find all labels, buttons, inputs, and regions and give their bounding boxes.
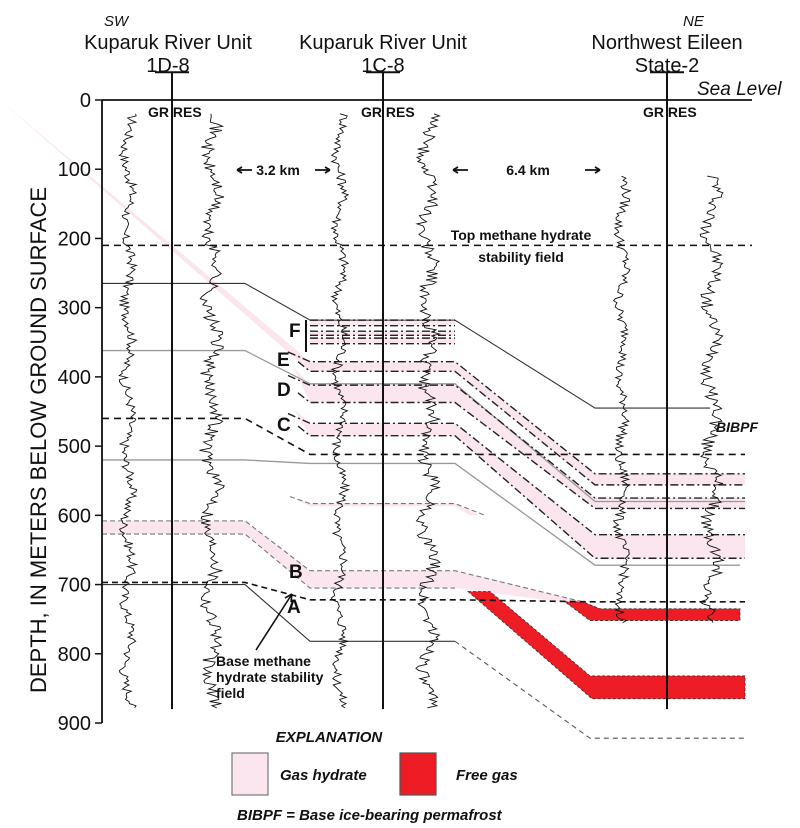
hydrate-boundary-5 xyxy=(287,412,745,536)
well-1-title-line2: 1D-8 xyxy=(146,55,189,77)
zone-label-a: A xyxy=(287,597,301,618)
well-3-log-labels: GR RES xyxy=(643,104,697,120)
hydrate-boundary-2 xyxy=(297,361,745,486)
zone-label-f: F xyxy=(289,321,301,342)
y-axis: 0 100 200 300 400 500 600 700 800 900 xyxy=(58,90,752,735)
gas-hydrate-c xyxy=(293,408,745,559)
gas-hydrate-b xyxy=(290,496,480,516)
top-hydrate-label-line1: Top methane hydrate xyxy=(451,227,592,243)
top-hydrate-label-line2: stability field xyxy=(478,249,564,265)
well-logs xyxy=(118,71,725,710)
gas-hydrate-e xyxy=(292,347,745,485)
well-2-title-line1: Kuparuk River Unit xyxy=(299,32,467,54)
legend-label-gas-hydrate: Gas hydrate xyxy=(280,767,367,784)
legend-swatch-free-gas xyxy=(399,752,437,796)
distance-label-1: 3.2 km xyxy=(256,162,300,178)
y-tick-label-600: 600 xyxy=(58,505,91,527)
direction-sw: SW xyxy=(104,13,130,30)
hydrate-boundary-1 xyxy=(287,351,745,475)
well-2-log-labels: GR RES xyxy=(361,104,415,120)
distance-label-2: 6.4 km xyxy=(506,162,550,178)
horizon-lower-dashed xyxy=(454,640,745,739)
legend-swatch-gas-hydrate xyxy=(231,752,269,796)
well-1-title-line1: Kuparuk River Unit xyxy=(84,32,252,54)
y-tick-label-0: 0 xyxy=(80,90,91,112)
free-gas-upper xyxy=(563,601,741,621)
base-hydrate-label-line2: hydrate stability xyxy=(216,669,324,685)
well-1-log-labels: GR RES xyxy=(148,104,202,120)
legend-label-free-gas: Free gas xyxy=(456,767,518,784)
legend-footnote: BIBPF = Base ice-bearing permafrost xyxy=(237,807,503,824)
gas-hydrate-a xyxy=(102,520,583,602)
y-tick-label-500: 500 xyxy=(58,436,91,458)
hydrate-boundary-3 xyxy=(287,374,745,499)
y-tick-label-900: 900 xyxy=(58,713,91,735)
free-gas-lower xyxy=(466,591,746,700)
well-1-res-log xyxy=(199,113,225,709)
well-3-gr-log xyxy=(612,175,632,623)
well-2-res-log xyxy=(415,113,442,709)
zone-label-b: B xyxy=(289,562,303,583)
zone-label-d: D xyxy=(277,380,291,401)
sea-level-label: Sea Level xyxy=(697,79,782,100)
hydrate-boundary-6 xyxy=(297,425,745,559)
base-hydrate-label-line1: Base methane xyxy=(216,653,311,669)
y-tick-label-300: 300 xyxy=(58,298,91,320)
y-tick-label-700: 700 xyxy=(58,575,91,597)
y-tick-label-400: 400 xyxy=(58,367,91,389)
y-tick-label-200: 200 xyxy=(58,228,91,250)
direction-ne: NE xyxy=(683,13,705,30)
hydrate-boundary-4 xyxy=(297,392,745,510)
distance-marker-2: 6.4 km xyxy=(452,162,601,178)
bibpf-label: BIBPF xyxy=(716,419,758,435)
y-tick-label-100: 100 xyxy=(58,159,91,181)
base-hydrate-arrow xyxy=(255,593,293,651)
well-3-res-log xyxy=(698,175,725,623)
well-3-title-line1: Northwest Eileen xyxy=(591,32,742,54)
zone-label-e: E xyxy=(277,350,290,371)
y-axis-label: DEPTH, IN METERS BELOW GROUND SURFACE xyxy=(26,187,51,693)
y-tick-label-800: 800 xyxy=(58,644,91,666)
well-1-gr-log xyxy=(118,113,139,709)
legend-title: EXPLANATION xyxy=(276,729,384,746)
distance-arrows-2 xyxy=(452,166,601,174)
layer-fills xyxy=(0,100,746,700)
b-boundary xyxy=(289,496,486,516)
distance-arrows-1 xyxy=(236,166,331,174)
a-top-boundary xyxy=(102,520,584,603)
well-2-gr-log xyxy=(330,113,351,709)
distance-marker-1: 3.2 km xyxy=(236,162,331,178)
zone-label-c: C xyxy=(277,415,291,436)
base-hydrate-label-line3: field xyxy=(216,685,245,701)
horizon-lower-solid xyxy=(102,584,455,642)
